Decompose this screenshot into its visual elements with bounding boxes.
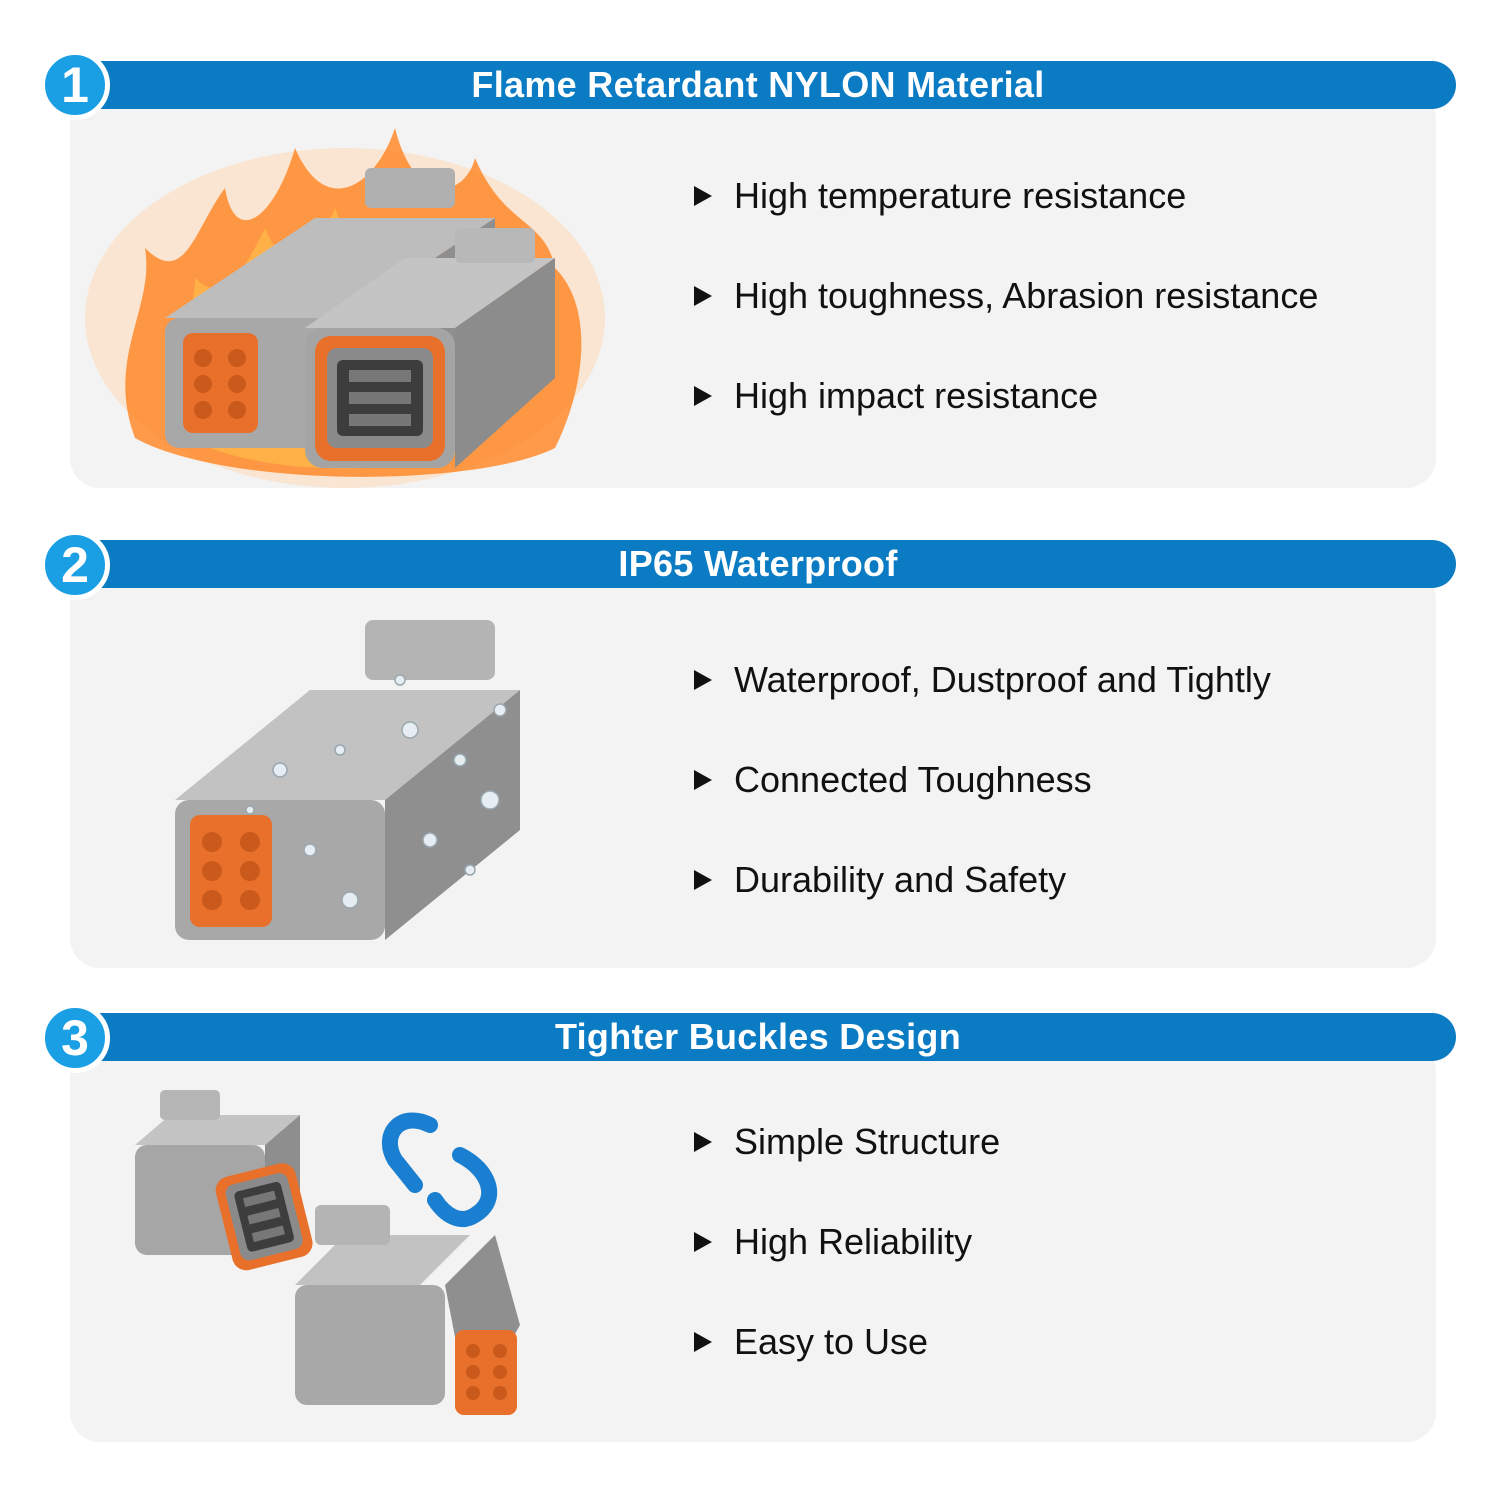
triangle-bullet-icon: [694, 770, 712, 790]
section-number-badge: 3: [40, 1003, 110, 1073]
list-item: High impact resistance: [694, 374, 1318, 474]
list-item: Waterproof, Dustproof and Tightly: [694, 658, 1271, 758]
list-item: High temperature resistance: [694, 174, 1318, 274]
feature-text: High temperature resistance: [734, 175, 1187, 216]
list-item: Easy to Use: [694, 1320, 1000, 1420]
feature-text: Easy to Use: [734, 1321, 929, 1362]
feature-text: Durability and Safety: [734, 859, 1067, 900]
male-connector-icon: [175, 620, 520, 940]
male-connector-icon: [295, 1205, 520, 1415]
triangle-bullet-icon: [694, 870, 712, 890]
list-item: High Reliability: [694, 1220, 1000, 1320]
section-title: Tighter Buckles Design: [554, 1016, 962, 1057]
feature-list: Simple Structure High Reliability Easy t…: [694, 1120, 1000, 1420]
feature-text: High impact resistance: [734, 375, 1099, 416]
triangle-bullet-icon: [694, 386, 712, 406]
feature-text: High Reliability: [734, 1221, 973, 1262]
chain-link-icon: [382, 1112, 498, 1227]
section-banner: IP65 Waterproof: [60, 540, 1456, 588]
triangle-bullet-icon: [694, 1332, 712, 1352]
water-droplet-icon: [245, 674, 507, 909]
section-number-badge: 1: [40, 50, 110, 120]
triangle-bullet-icon: [694, 186, 712, 206]
list-item: Durability and Safety: [694, 858, 1271, 958]
feature-text: High toughness, Abrasion resistance: [734, 275, 1319, 316]
section-banner: Tighter Buckles Design: [60, 1013, 1456, 1061]
triangle-bullet-icon: [694, 1232, 712, 1252]
connector-buckle-image: [135, 1090, 520, 1415]
section-title: Flame Retardant NYLON Material: [471, 64, 1045, 105]
triangle-bullet-icon: [694, 670, 712, 690]
feature-list: High temperature resistance High toughne…: [694, 174, 1318, 474]
feature-text: Connected Toughness: [734, 759, 1092, 800]
list-item: Connected Toughness: [694, 758, 1271, 858]
feature-text: Waterproof, Dustproof and Tightly: [734, 659, 1271, 700]
female-connector-icon: [135, 1090, 313, 1271]
connector-water-image: [175, 620, 520, 940]
triangle-bullet-icon: [694, 1132, 712, 1152]
female-connector-icon: [305, 228, 555, 468]
feature-text: Simple Structure: [734, 1121, 1001, 1162]
section-title: IP65 Waterproof: [618, 543, 898, 584]
connector-flame-image: [85, 128, 605, 488]
triangle-bullet-icon: [694, 286, 712, 306]
section-waterproof: IP65 Waterproof 2 Waterproof, Dustproof …: [40, 530, 1456, 968]
section-banner: Flame Retardant NYLON Material: [60, 61, 1456, 109]
section-flame-retardant: Flame Retardant NYLON Material 1: [0, 0, 1500, 500]
section-number-badge: 2: [40, 530, 110, 600]
list-item: High toughness, Abrasion resistance: [694, 274, 1318, 374]
feature-list: Waterproof, Dustproof and Tightly Connec…: [694, 658, 1271, 958]
section-buckles: Tighter Buckles Design 3: [40, 1003, 1456, 1442]
list-item: Simple Structure: [694, 1120, 1000, 1220]
